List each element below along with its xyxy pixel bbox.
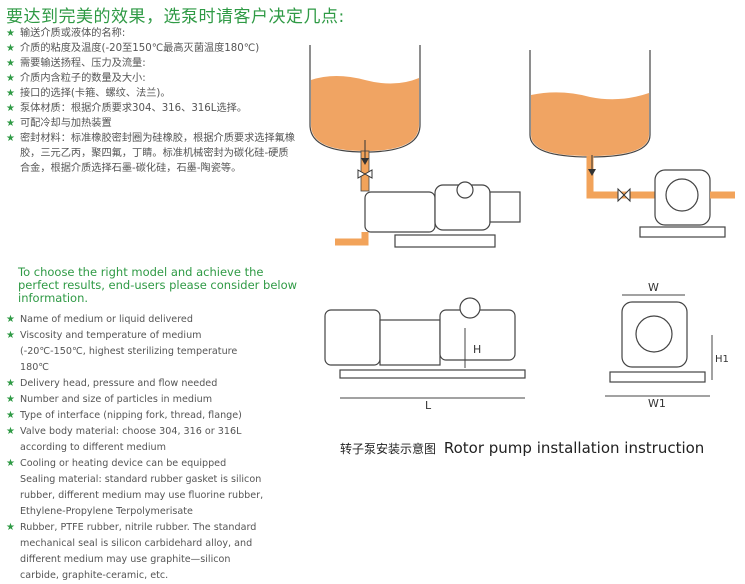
star-icon: ★ [6,43,15,54]
caption-en: Rotor pump installation instruction [443,439,705,457]
title-en: To choose the right model and achieve th… [18,265,298,305]
star-icon: ★ [6,394,15,405]
list-item: ★Viscosity and temperature of medium (-2… [6,330,238,373]
star-icon: ★ [6,522,15,533]
star-icon: ★ [6,58,15,69]
arrow-head-icon [588,169,596,176]
rotor-housing [635,315,673,353]
base-frame [339,369,526,379]
list-item: ★介质的粘度及温度(-20至150℃最高灭菌温度180℃) [6,43,260,54]
list-item: ★Rubber, PTFE rubber, nitrile rubber. Th… [6,522,257,581]
list-item: ★接口的选择(卡箍、螺纹、法兰)。 [6,88,171,99]
valve-icon [357,169,373,179]
star-icon: ★ [6,410,15,421]
valve-icon [617,187,631,203]
star-icon: ★ [6,133,15,144]
list-item: ★密封材料：标准橡胶密封圈为硅橡胶，根据介质要求选择氟橡胶，三元乙丙，聚四氟，丁… [6,133,296,174]
star-icon: ★ [6,314,15,325]
base-frame [609,371,706,383]
handwheel-icon [456,181,474,199]
pump-body [364,191,436,233]
star-icon: ★ [6,330,15,341]
list-item: ★Number and size of particles in medium [6,392,268,408]
width-label: W [648,281,659,294]
height1-label: H1 [715,354,729,365]
side-dimension-drawing: H L [324,297,526,410]
list-item: ★泵体材质：根据介质要求304、316、316L选择。 [6,103,248,114]
star-icon: ★ [6,426,15,437]
star-icon: ★ [6,458,15,469]
gearbox [379,319,441,366]
list-item: Sealing material: standard rubber gasket… [20,474,264,517]
length-label: L [425,399,432,410]
list-item: ★Cooling or heating device can be equipp… [6,456,268,472]
width1-label: W1 [648,397,666,410]
height-label: H [473,343,481,356]
list-item: ★Valve body material: choose 304, 316 or… [6,426,242,453]
front-dimension-drawing: W H1 W1 [605,281,729,410]
inlet-pipe [586,156,655,199]
rotor-housing [665,178,699,212]
handwheel-icon [459,297,481,319]
liquid-fill [531,92,649,156]
diagram-caption: 转子泵安装示意图 Rotor pump installation instruc… [340,439,704,457]
list-item: ★Delivery head, pressure and flow needed [6,376,268,392]
base-frame [394,234,496,248]
en-requirements-list: ★Name of medium or liquid delivered ★Vis… [6,312,268,584]
list-item: ★Name of medium or liquid delivered [6,312,268,328]
star-icon: ★ [6,28,15,39]
vertical-feed-installation-diagram [309,45,521,248]
cn-requirements-list: ★输送介质或液体的名称: ★介质的粘度及温度(-20至150℃最高灭菌温度180… [6,26,296,176]
liquid-fill [311,76,419,151]
arrow-head-icon [361,158,369,165]
star-icon: ★ [6,378,15,389]
star-icon: ★ [6,118,15,129]
star-icon: ★ [6,73,15,84]
pump-head [324,309,381,366]
caption-cn: 转子泵安装示意图 [340,442,437,456]
list-item: ★输送介质或液体的名称: [6,28,126,39]
list-item: ★可配冷却与加热装置 [6,118,112,129]
title-cn: 要达到完美的效果，选泵时请客户决定几点: [6,7,345,27]
discharge-pipe [335,232,369,246]
list-item: ★Type of interface (nipping fork, thread… [6,408,268,424]
star-icon: ★ [6,88,15,99]
star-icon: ★ [6,103,15,114]
side-feed-installation-diagram [529,50,735,238]
list-item: ★需要输送扬程、压力及流量: [6,58,146,69]
motor [489,191,521,223]
base-frame [639,226,726,238]
list-item: ★介质内含粒子的数量及大小: [6,73,146,84]
